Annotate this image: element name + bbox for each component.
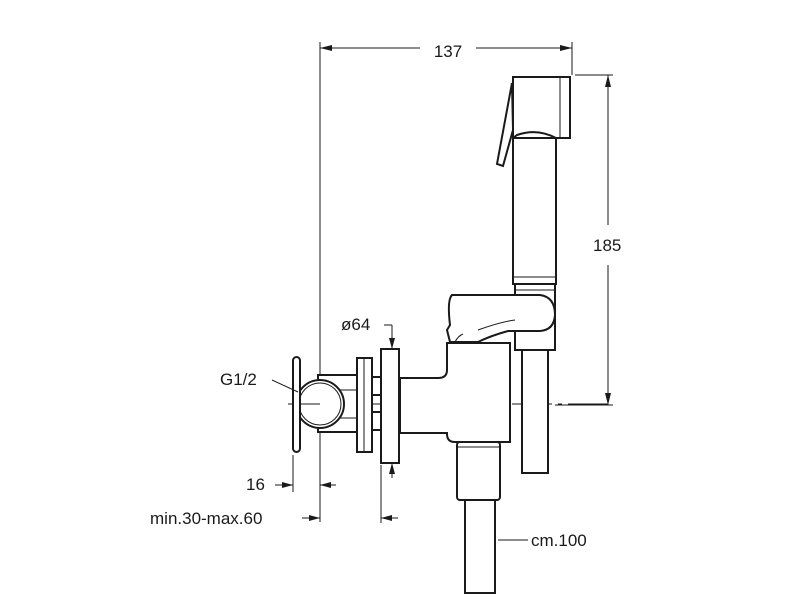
dimension-wall-depth: min.30-max.60 bbox=[150, 465, 398, 528]
handle-offset-label: 16 bbox=[246, 475, 265, 494]
shower-holder bbox=[445, 281, 557, 351]
dimension-width: 137 bbox=[319, 42, 573, 522]
wall-depth-label: min.30-max.60 bbox=[150, 509, 262, 528]
width-label: 137 bbox=[434, 42, 462, 61]
flange-diameter-label: ø64 bbox=[341, 315, 370, 334]
hose-length-label: cm.100 bbox=[531, 531, 587, 550]
dimension-flange-diameter: ø64 bbox=[341, 315, 395, 478]
valve-body bbox=[399, 342, 511, 443]
height-label: 185 bbox=[593, 236, 621, 255]
dimension-height: 185 bbox=[555, 74, 621, 406]
thread-leader bbox=[271, 379, 299, 393]
wall-flange bbox=[356, 348, 400, 464]
hand-shower bbox=[495, 76, 571, 285]
hose-rod bbox=[521, 344, 549, 474]
valve-handle bbox=[292, 356, 358, 453]
thread-label: G1/2 bbox=[220, 370, 257, 389]
dimension-handle-offset: 16 bbox=[246, 455, 336, 494]
